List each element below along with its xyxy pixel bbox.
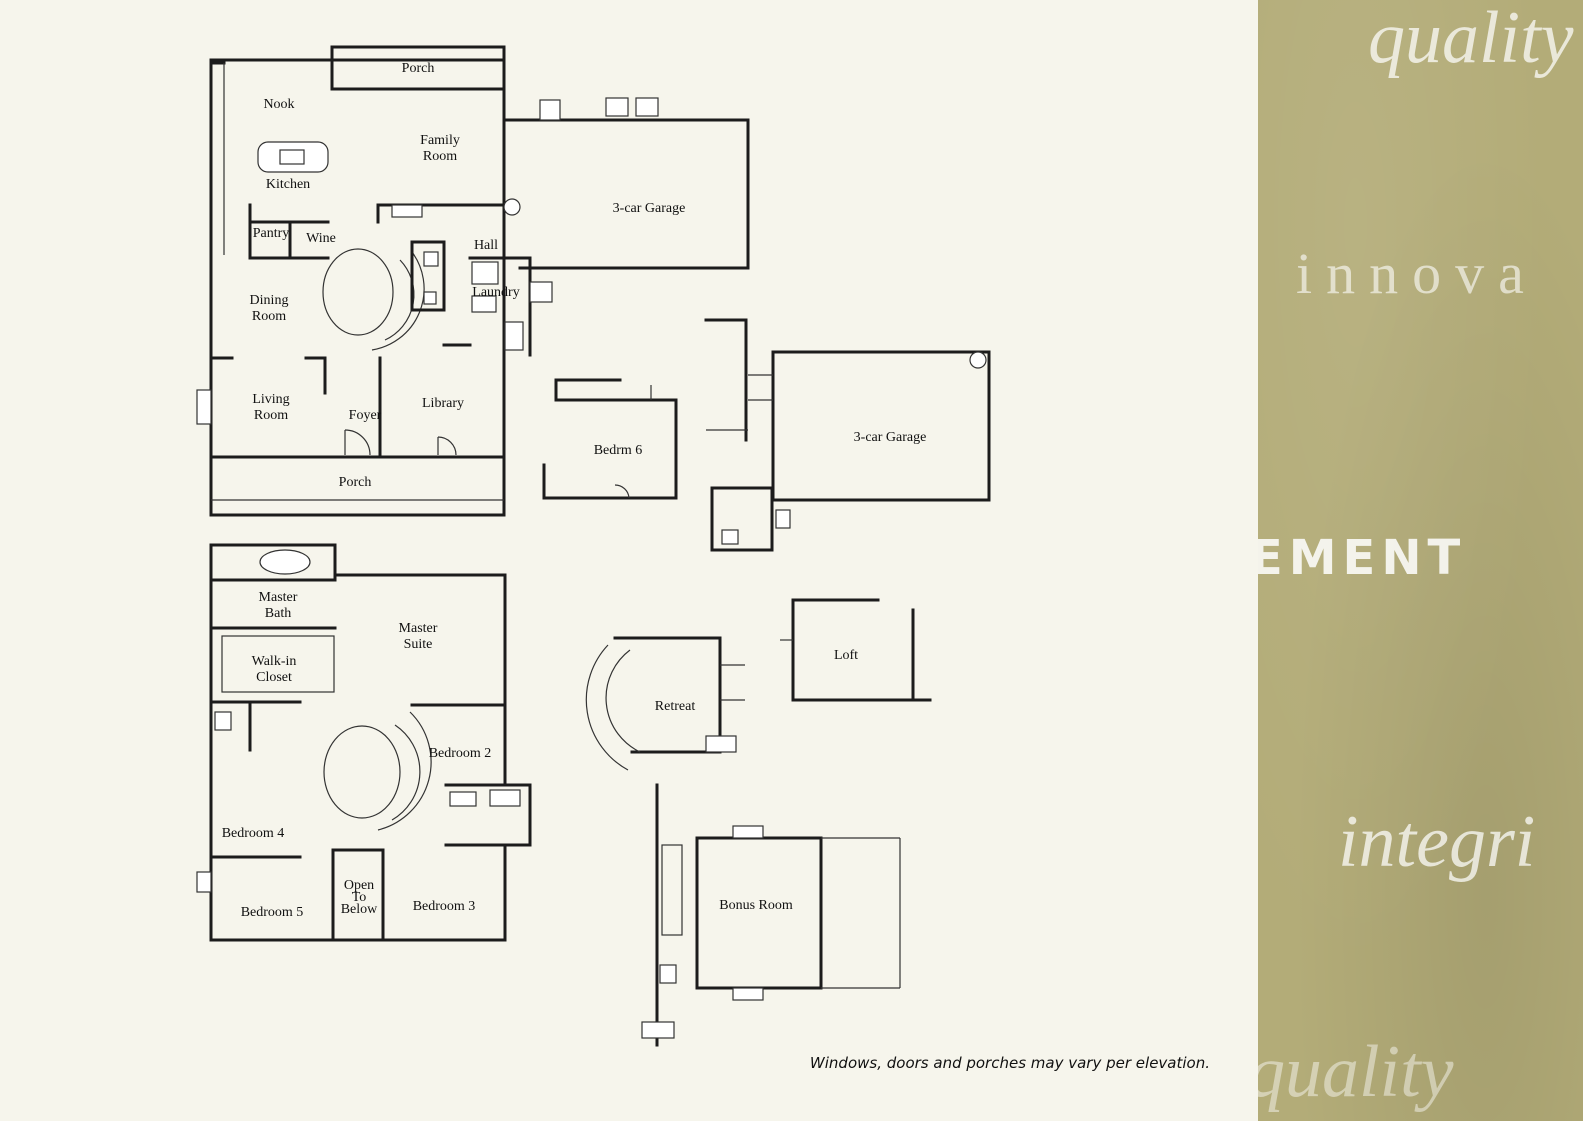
room-label-bedroom-4: Bedroom 4 <box>221 826 285 841</box>
first-floor-plan <box>196 45 532 517</box>
room-label-walk-in-closet: Walk-in Closet <box>251 654 297 685</box>
loft-plan <box>780 598 932 702</box>
room-label-dining-room: Dining Room <box>249 293 289 324</box>
room-label-loft: Loft <box>833 648 859 663</box>
second-floor-plan <box>196 543 532 942</box>
garage-top <box>502 97 750 303</box>
room-label-wine: Wine <box>306 231 336 246</box>
retreat-plan <box>585 636 745 771</box>
room-label-master-bath: Master Bath <box>258 590 298 621</box>
room-label-kitchen: Kitchen <box>265 177 311 192</box>
decorative-side-panel: quality innova EMENT integri quality <box>1258 0 1583 1121</box>
elevation-disclaimer: Windows, doors and porches may vary per … <box>809 1054 1210 1072</box>
room-label-library: Library <box>422 396 464 411</box>
bonus-room-plan <box>641 783 901 1047</box>
room-label-foyer: Foyer <box>348 408 382 423</box>
room-label-hall: Hall <box>473 238 499 253</box>
room-label-family-room: Family Room <box>420 133 460 164</box>
room-label-living-room: Living Room <box>252 392 290 423</box>
room-label-laundry: Laundry <box>472 285 520 300</box>
side-word-quality-bottom: quality <box>1258 1031 1454 1113</box>
bedroom6-and-garage <box>542 318 991 552</box>
room-label-open-to-below: Open To Below <box>340 878 378 917</box>
floor-plan-drawings <box>196 45 991 1047</box>
room-label-bedrm-6: Bedrm 6 <box>593 443 643 458</box>
room-label-porch-top: Porch <box>401 61 435 76</box>
room-label-bedroom-5: Bedroom 5 <box>240 905 304 920</box>
room-label-bedroom-2: Bedroom 2 <box>428 746 492 761</box>
room-label-master-suite: Master Suite <box>398 621 438 652</box>
room-label-nook: Nook <box>263 97 295 112</box>
room-label-bonus-room: Bonus Room <box>719 898 793 913</box>
side-word-quality-top: quality <box>1368 0 1574 79</box>
room-label-bedroom-3: Bedroom 3 <box>412 899 476 914</box>
room-label-garage-bottom: 3-car Garage <box>853 430 927 445</box>
room-label-pantry: Pantry <box>252 226 290 241</box>
side-word-innova: innova <box>1296 241 1538 306</box>
side-word-integri: integri <box>1338 801 1536 883</box>
room-label-retreat: Retreat <box>654 699 696 714</box>
room-label-garage-top: 3-car Garage <box>612 201 686 216</box>
room-label-porch-bottom: Porch <box>338 475 372 490</box>
side-word-ement: EMENT <box>1258 530 1467 586</box>
